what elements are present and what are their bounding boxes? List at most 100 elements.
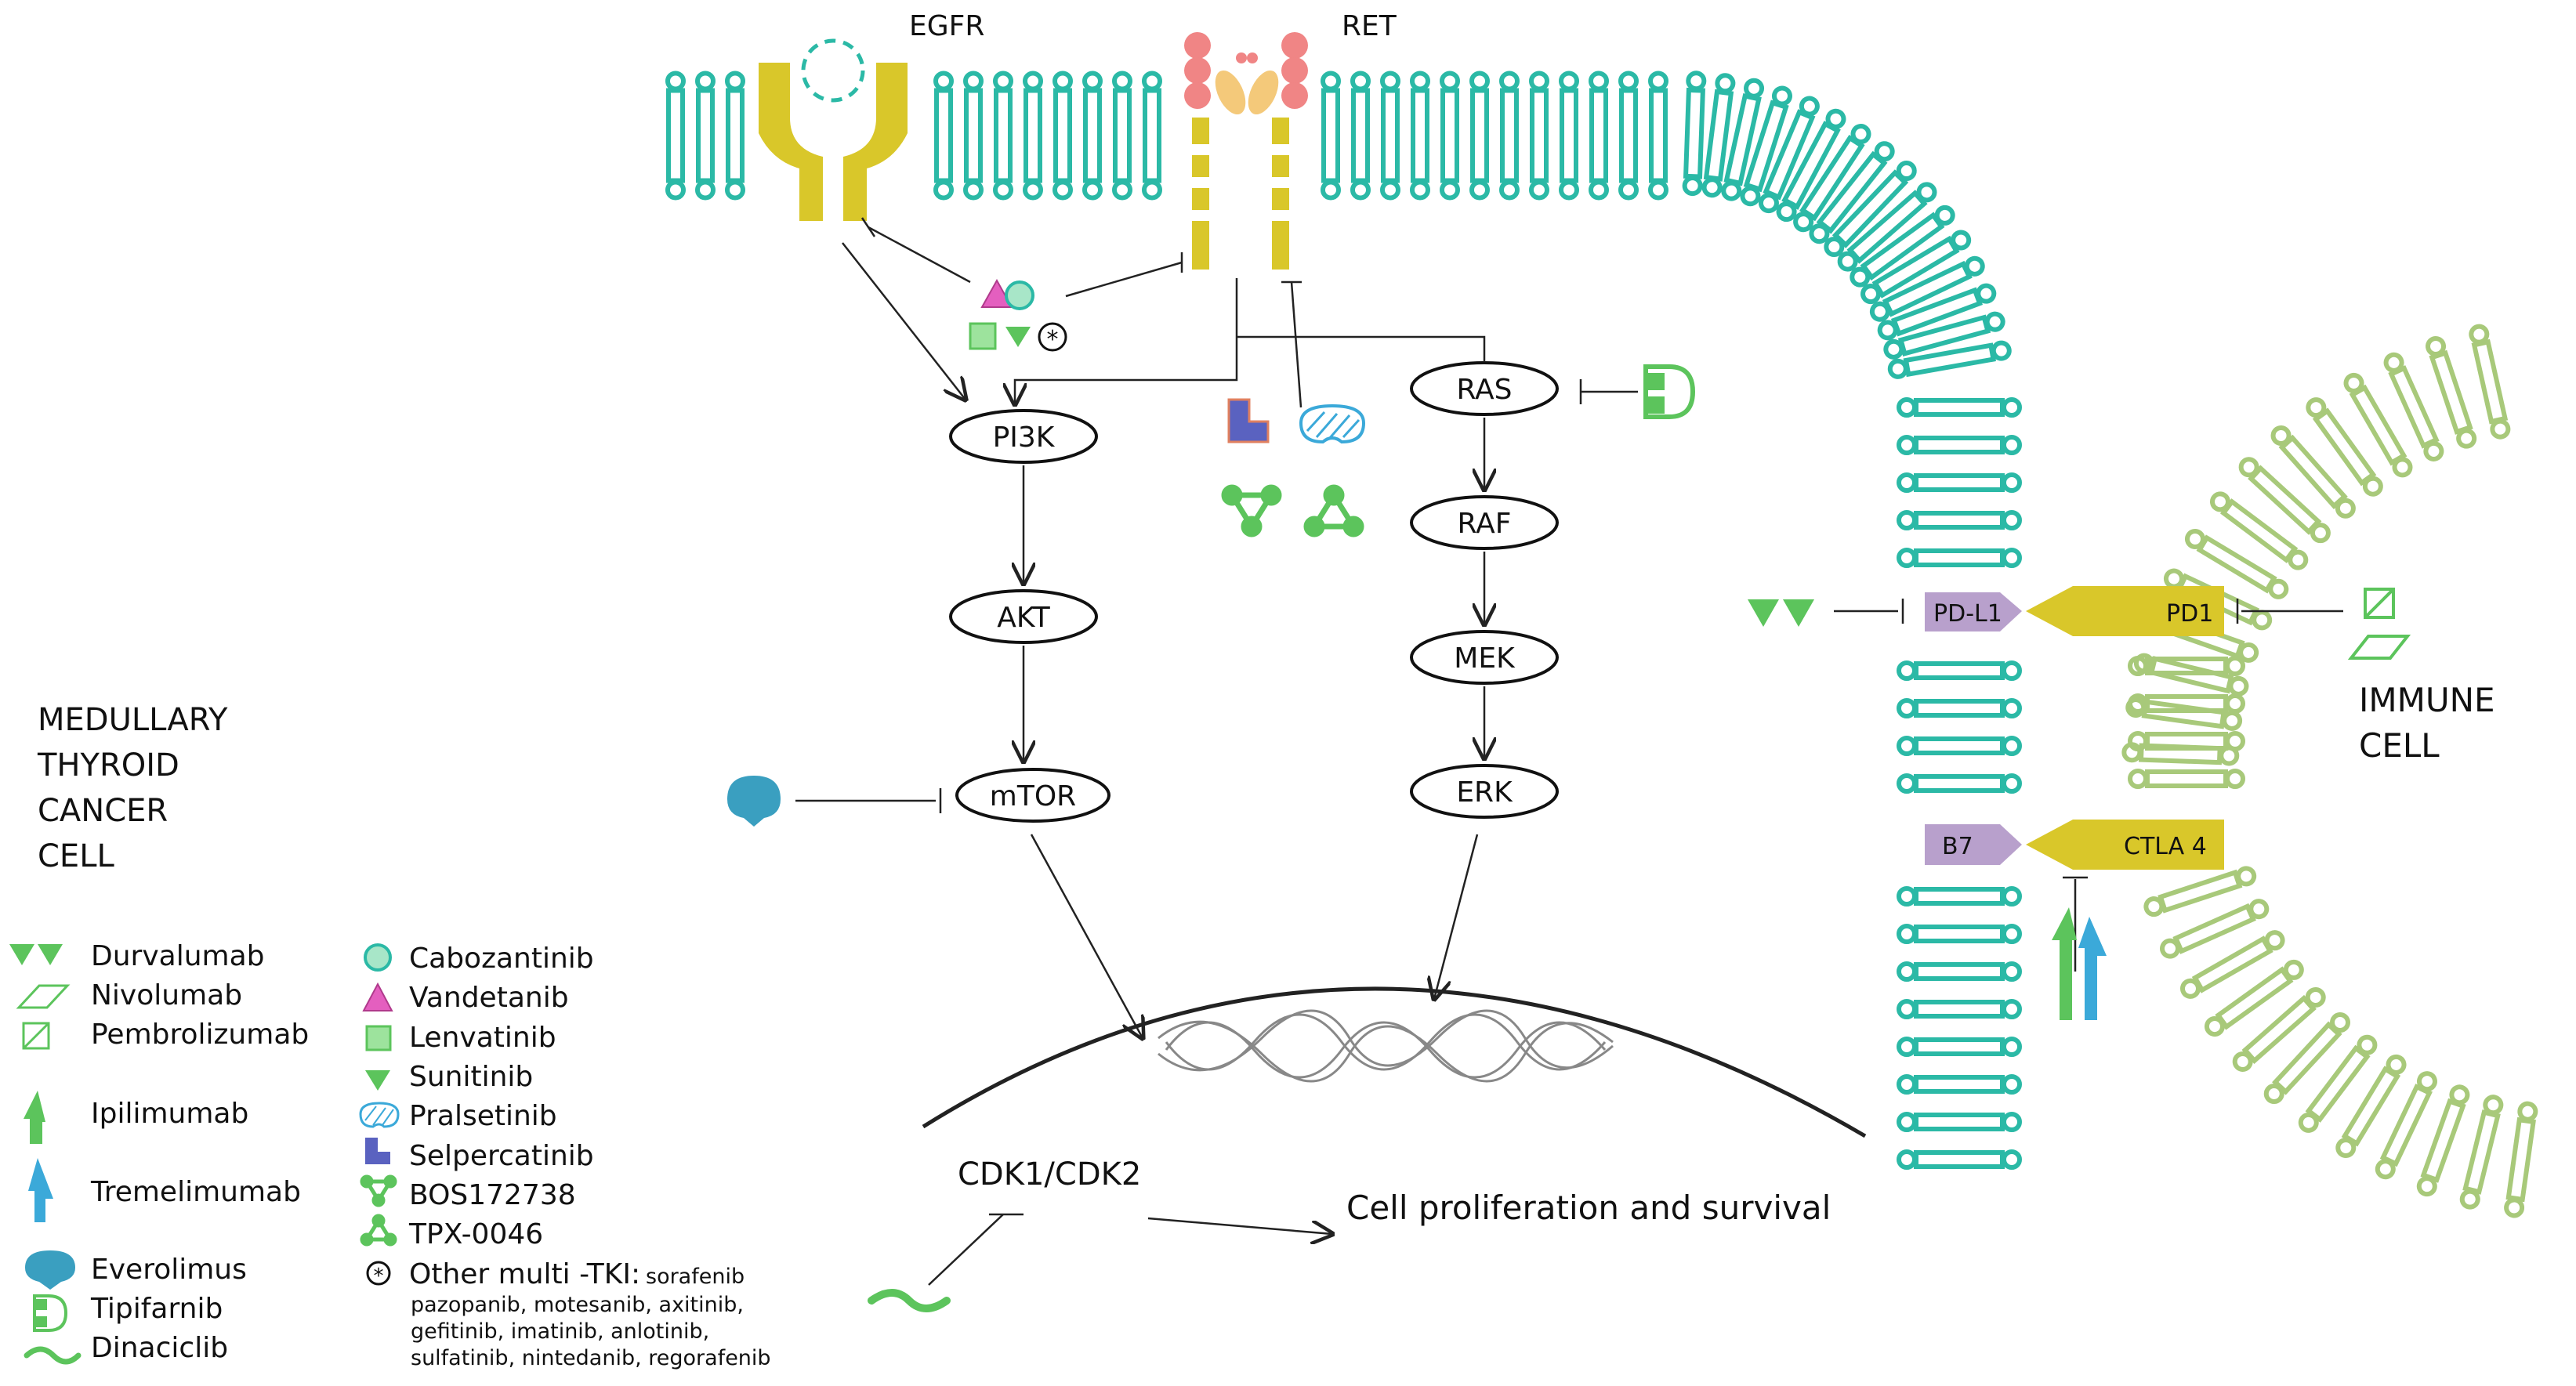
outcome-label: Cell proliferation and survival [1346, 1189, 1831, 1227]
phospholipid [1897, 435, 2022, 455]
phospholipid [1897, 773, 2022, 794]
phospholipid [1897, 1074, 2022, 1095]
phospholipid [2238, 457, 2331, 544]
legend-selpercatinib: Selpercatinib [365, 1138, 594, 1172]
legend-right: Cabozantinib Vandetanib Lenvatinib Sunit… [359, 943, 771, 1370]
cabozantinib-icon [1005, 280, 1034, 310]
cdk-label: CDK1/CDK2 [958, 1156, 1141, 1192]
phospholipid [2383, 352, 2444, 461]
svg-text:BOS172738: BOS172738 [409, 1179, 576, 1211]
legend-cabozantinib: Cabozantinib [364, 943, 594, 975]
legend-ipilimumab: Ipilimumab [24, 1091, 248, 1144]
pd-l1-checkpoint: PD-L1 [1925, 592, 2022, 631]
legend-pembrolizumab: Pembrolizumab [22, 1019, 309, 1051]
svg-text:gefitinib, imatinib, anlotinib: gefitinib, imatinib, anlotinib, [411, 1319, 709, 1344]
svg-text:Sunitinib: Sunitinib [409, 1061, 533, 1093]
phospholipid [1897, 999, 2022, 1019]
akt-node: AKT [949, 589, 1098, 644]
phospholipid [1559, 71, 1579, 201]
phospholipid [1793, 124, 1871, 233]
svg-text:Pembrolizumab: Pembrolizumab [91, 1019, 309, 1051]
phospholipid [1499, 71, 1520, 201]
legend-nivolumab: Nivolumab [16, 979, 242, 1011]
phospholipid [1721, 78, 1765, 201]
phospholipid [2416, 1084, 2470, 1197]
phospholipid [1897, 510, 2022, 530]
phospholipid [1053, 71, 1073, 201]
phospholipid [1897, 961, 2022, 982]
phospholipid [963, 71, 984, 201]
legend-other-tki: * Other multi -TKI: sorafenib pazopanib,… [366, 1258, 771, 1370]
svg-text:Selpercatinib: Selpercatinib [409, 1140, 594, 1172]
phospholipid [1897, 924, 2022, 944]
svg-text:Vandetanib: Vandetanib [409, 982, 569, 1014]
phospholipid [2270, 425, 2356, 519]
phospholipid [1897, 1037, 2022, 1057]
phospholipid [2128, 656, 2245, 676]
svg-text:Everolimus: Everolimus [91, 1254, 247, 1286]
legend-tremelimumab: Tremelimumab [28, 1158, 301, 1222]
phospholipid [1380, 71, 1400, 201]
phospholipid [1023, 71, 1043, 201]
phospholipid [2263, 1012, 2351, 1105]
mtc-cell-label: MEDULLARY THYROID CANCER CELL [37, 702, 237, 874]
phospholipid [1758, 96, 1820, 214]
sunitinib-icon [1005, 327, 1031, 347]
legend-sunitinib: Sunitinib [365, 1061, 533, 1093]
phospholipid [1740, 85, 1792, 207]
phospholipid [725, 71, 745, 201]
svg-text:TPX-0046: TPX-0046 [408, 1218, 543, 1250]
phospholipid [2128, 769, 2245, 789]
phospholipid [1869, 255, 1985, 322]
svg-text:RAF: RAF [1458, 508, 1512, 540]
legend-vandetanib: Vandetanib [362, 982, 569, 1014]
mtor-node: mTOR [955, 768, 1110, 823]
phospholipid [1321, 71, 1341, 201]
phospholipid [1350, 71, 1371, 201]
phospholipid [2504, 1101, 2538, 1218]
phospholipid [2306, 397, 2383, 497]
vandetanib-icon [980, 278, 1013, 308]
phospholipid [1529, 71, 1549, 201]
phospholipid [1469, 71, 1490, 201]
b7-checkpoint: B7 [1925, 824, 2022, 865]
dinaciclib-icon [868, 1289, 951, 1312]
phospholipid [1682, 71, 1707, 197]
phospholipid [1809, 141, 1895, 244]
bos172738-icon [1221, 484, 1282, 537]
phospholipid [2143, 866, 2257, 917]
phospholipid [1701, 73, 1736, 198]
svg-text:Tremelimumab: Tremelimumab [90, 1176, 301, 1208]
phospholipid [1410, 71, 1430, 201]
phospholipid [1082, 71, 1103, 201]
phospholipid [1887, 340, 2012, 379]
pi3k-node: PI3K [949, 409, 1098, 464]
legend-dinaciclib: Dinaciclib [24, 1332, 228, 1365]
everolimus-icon [727, 776, 781, 827]
multi-tki-cluster: * [969, 278, 1067, 353]
phospholipid [2335, 1054, 2407, 1158]
phospholipid [2204, 959, 2304, 1037]
mek-node: MEK [1410, 630, 1559, 685]
ras-node: RAS [1410, 361, 1559, 416]
phospholipid [2184, 528, 2289, 599]
nucleus-envelope [922, 986, 1867, 1138]
phospholipid [2343, 372, 2413, 478]
phospholipid [2459, 1095, 2504, 1210]
durvalumab-diagram-icon [1748, 599, 1814, 627]
phospholipid [1883, 311, 2005, 360]
phospholipid [2232, 986, 2326, 1072]
phospholipid [1877, 283, 1997, 341]
legend-bos172738: BOS172738 [360, 1174, 576, 1211]
tipifarnib-icon [1643, 364, 1696, 419]
immune-cell-membrane [2121, 324, 2538, 1218]
legend-pralsetinib: Pralsetinib [359, 1100, 557, 1132]
phospholipid [1897, 397, 2022, 418]
svg-text:B7: B7 [1942, 833, 1973, 860]
legend-durvalumab: Durvalumab [9, 940, 265, 972]
svg-text:PI3K: PI3K [993, 422, 1056, 454]
phospholipid [1440, 71, 1460, 201]
phospholipid [1618, 71, 1639, 201]
svg-text:*: * [1047, 326, 1059, 353]
phospholipid [1850, 204, 1955, 288]
